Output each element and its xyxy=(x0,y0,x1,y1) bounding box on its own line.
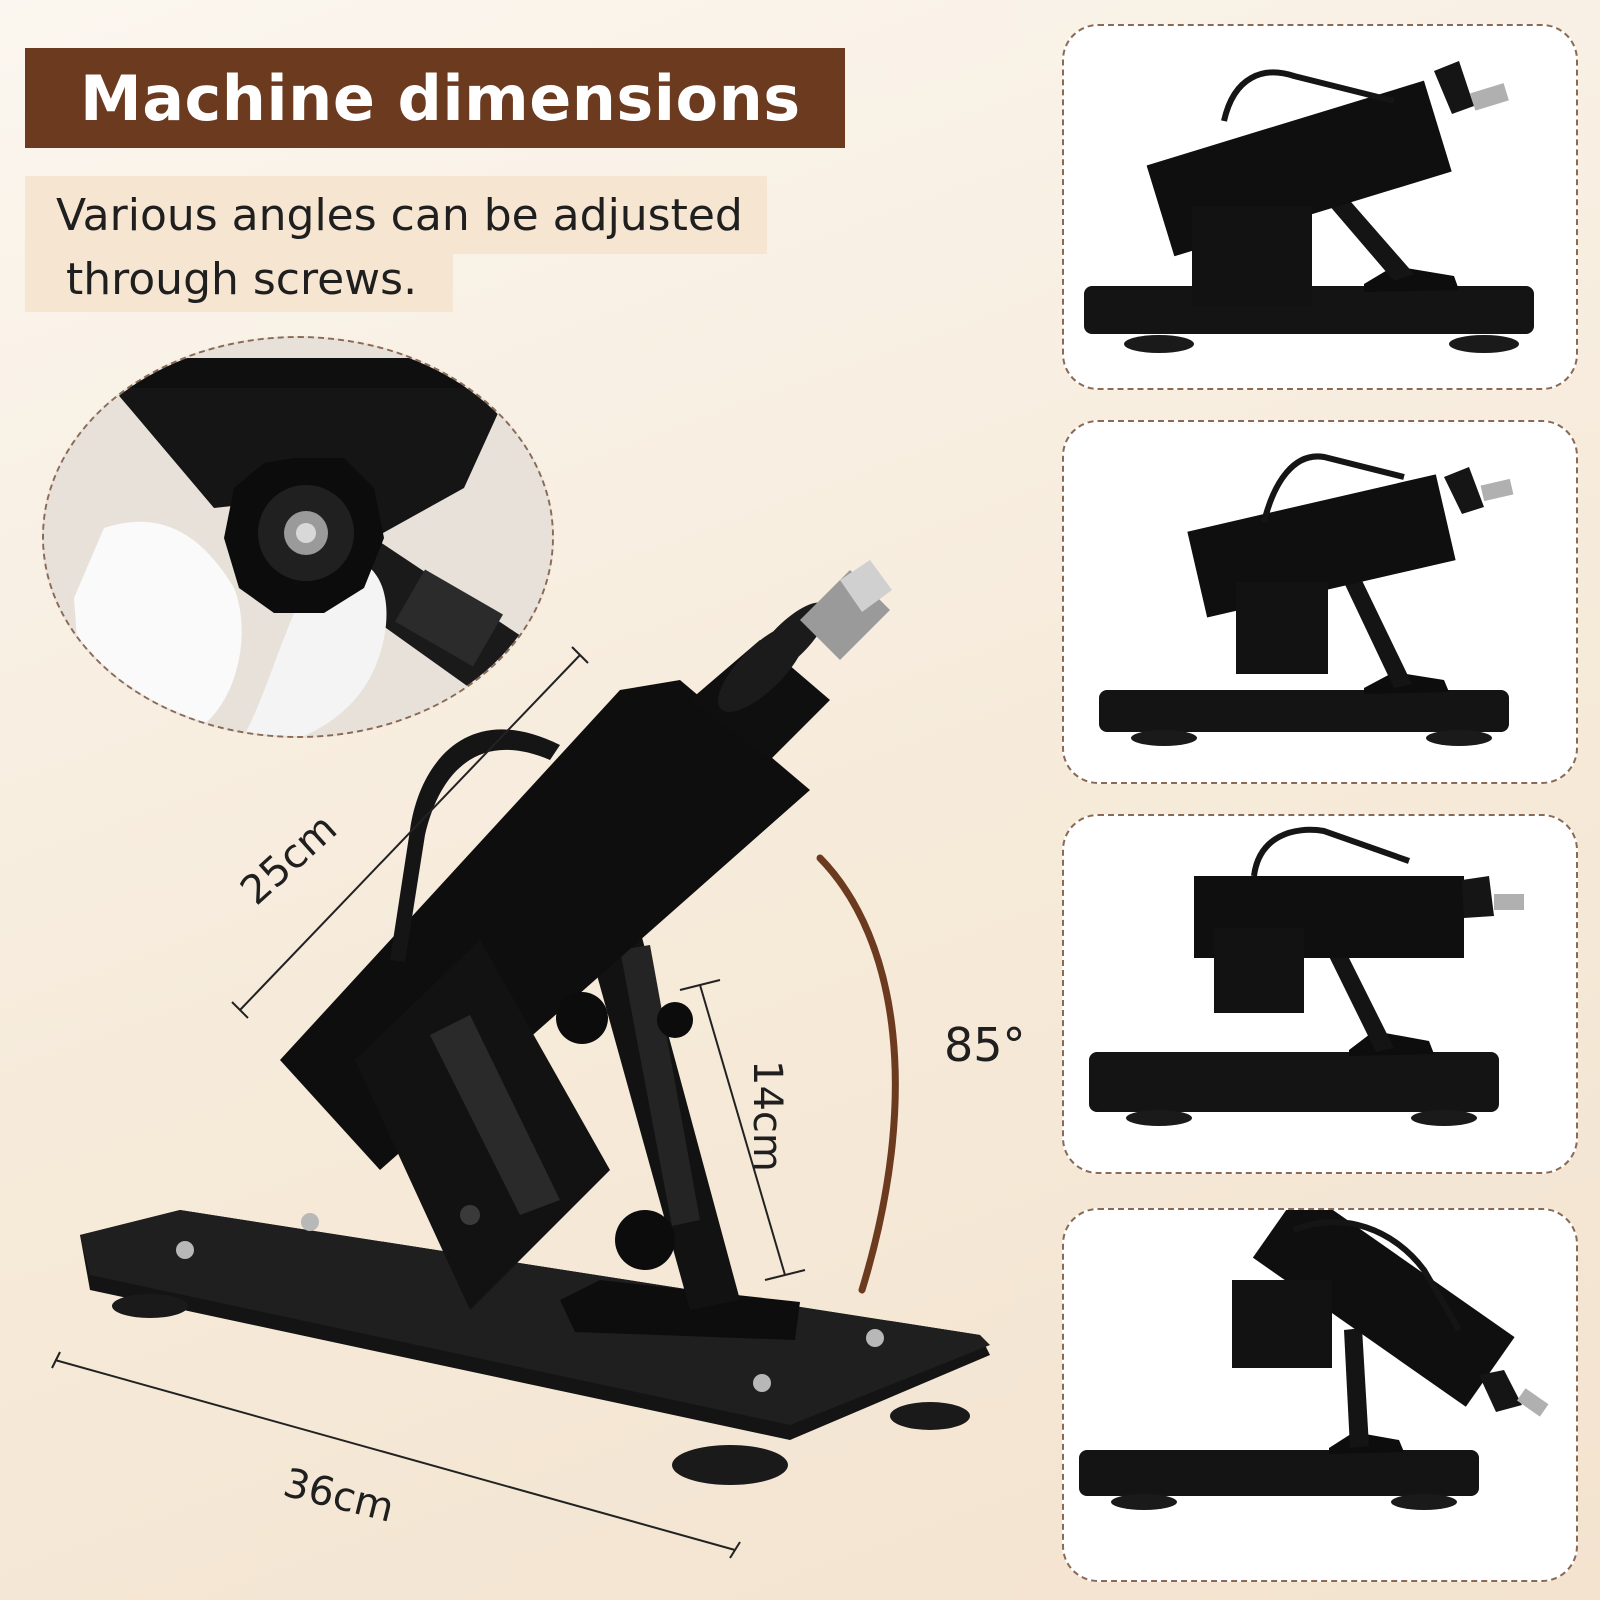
page-title: Machine dimensions xyxy=(80,61,801,135)
angle-variant-panel xyxy=(1062,24,1578,390)
knob-closeup-image xyxy=(42,336,554,738)
subtitle-line-1: Various angles can be adjusted xyxy=(56,190,743,241)
subtitle-box xyxy=(25,176,767,254)
subtitle-line-2: through screws. xyxy=(66,254,418,305)
angle-variant-panel xyxy=(1062,420,1578,784)
height-dimension-label: 14cm xyxy=(744,1060,790,1172)
angle-label: 85° xyxy=(944,1018,1026,1072)
angle-variant-panel xyxy=(1062,814,1578,1174)
angle-variant-panel xyxy=(1062,1208,1578,1582)
subtitle-box xyxy=(25,252,453,312)
title-banner: Machine dimensions xyxy=(25,48,845,148)
